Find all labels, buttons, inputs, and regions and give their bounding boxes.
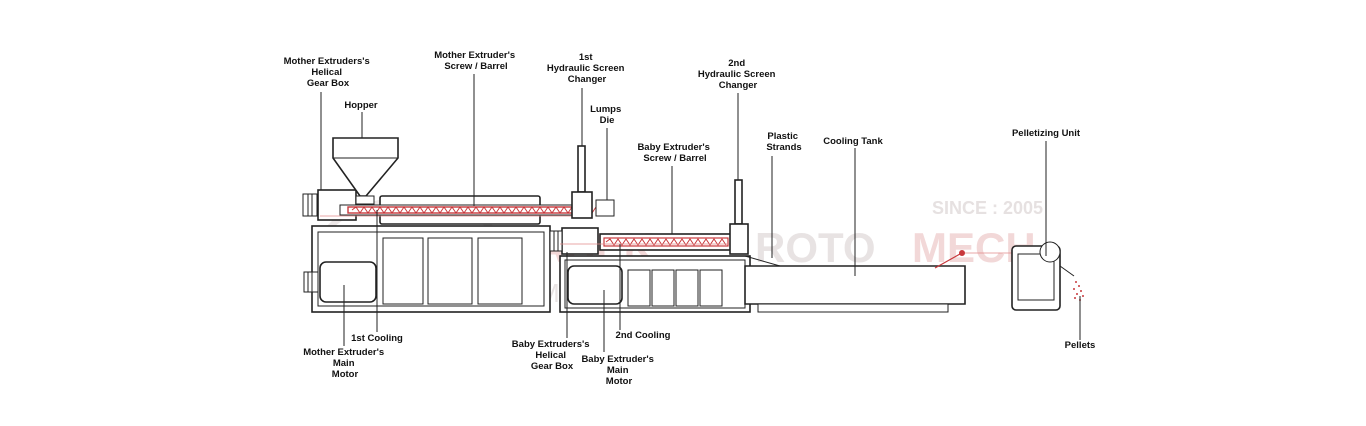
mother-panel-2 — [427, 237, 473, 305]
label-screw-baby: Baby Extruder's Screw / Barrel — [637, 142, 712, 164]
mother-extruder — [302, 137, 601, 313]
leader-lines — [320, 74, 1081, 352]
pellets-output — [1073, 281, 1084, 301]
label-cooling-1: 1st Cooling — [351, 333, 403, 344]
mother-panel-1 — [382, 237, 424, 305]
plastic-strands-in — [744, 255, 781, 267]
lumps-die — [595, 199, 615, 217]
pelletizing-unit — [1011, 241, 1084, 311]
baby-panel-3 — [675, 269, 699, 307]
label-gearbox-mother: Mother Extruders's Helical Gear Box — [284, 56, 373, 89]
baby-extruder — [549, 227, 751, 313]
screen-changer-1 — [571, 145, 615, 219]
labels: Mother Extruders's Helical Gear Box Hopp… — [284, 50, 1096, 387]
label-gearbox-baby: Baby Extruders's Helical Gear Box — [512, 339, 592, 372]
label-pellets: Pellets — [1065, 340, 1096, 351]
cooling-tank-stand — [757, 303, 949, 313]
label-hopper: Hopper — [344, 100, 378, 111]
hopper — [332, 137, 399, 197]
label-motor-mother: Mother Extruder's Main Motor — [303, 347, 387, 380]
baby-panel-4 — [699, 269, 723, 307]
cooling-tank-body — [744, 265, 966, 305]
pelletizer-cutter — [1039, 241, 1061, 263]
label-screw-mother: Mother Extruder's Screw / Barrel — [434, 50, 518, 72]
label-screen-changer-2: 2nd Hydraulic Screen Changer — [698, 58, 778, 91]
label-plastic-strands: Plastic Strands — [766, 131, 801, 153]
label-pelletizing-unit: Pelletizing Unit — [1012, 128, 1081, 139]
plastic-strands-out — [934, 253, 961, 269]
cooling-tank — [744, 250, 1040, 313]
baby-panel-2 — [651, 269, 675, 307]
baby-screw — [603, 237, 729, 247]
label-screen-changer-1: 1st Hydraulic Screen Changer — [547, 52, 627, 85]
mother-motor-fan — [303, 271, 319, 293]
label-lumps-die: Lumps Die — [590, 104, 624, 126]
mother-main-motor — [319, 261, 377, 303]
label-cooling-2: 2nd Cooling — [616, 330, 671, 341]
baby-panel-1 — [627, 269, 651, 307]
baby-main-motor — [567, 265, 623, 305]
mother-gear-coupling — [302, 193, 318, 217]
watermark-since: SINCE : 2005 — [932, 198, 1043, 218]
label-cooling-tank: Cooling Tank — [823, 136, 883, 147]
label-motor-baby: Baby Extruder's Main Motor — [581, 354, 656, 387]
baby-gear-box — [561, 227, 599, 255]
mother-panel-3 — [477, 237, 523, 305]
screen-changer-2 — [729, 179, 749, 255]
